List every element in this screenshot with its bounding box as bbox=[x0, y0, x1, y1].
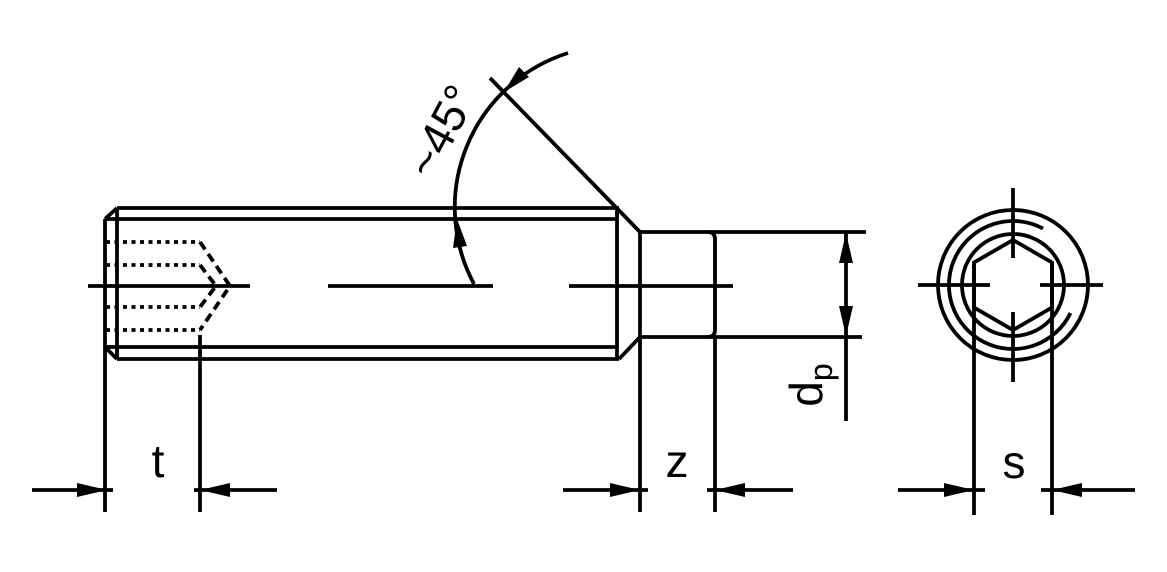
dp-arrowhead-up bbox=[839, 233, 853, 263]
left-top-chamfer bbox=[103, 206, 119, 221]
angle-dimension-arc bbox=[452, 51, 569, 285]
point-length-label: z bbox=[666, 435, 689, 487]
socket-size-dimension: s bbox=[898, 262, 1135, 515]
end-view-thread-arc bbox=[947, 219, 1073, 351]
socket-size-label: s bbox=[1003, 436, 1026, 488]
socket-depth-label: t bbox=[152, 435, 165, 487]
s-arrowhead-left bbox=[944, 483, 974, 497]
t-arrowhead-left bbox=[77, 483, 107, 497]
chamfer-angle-dimension: ~45° bbox=[395, 51, 569, 285]
chamfer-line-with-extension bbox=[488, 76, 642, 234]
side-view-body-outline bbox=[103, 76, 642, 512]
angle-arc-upper-arrowhead bbox=[504, 67, 529, 92]
end-view bbox=[918, 188, 1103, 382]
socket-depth-dimension: t bbox=[32, 335, 277, 512]
point-length-dimension: z bbox=[563, 435, 793, 497]
socket-bottom-cone-outer bbox=[198, 240, 233, 332]
dp-arrowhead-down bbox=[839, 306, 853, 336]
z-arrowhead-left bbox=[610, 483, 640, 497]
s-arrowhead-right bbox=[1052, 483, 1082, 497]
point-diameter-label-main: d bbox=[780, 381, 832, 407]
angle-arc-lower-arrowhead bbox=[453, 219, 467, 248]
point-diameter-label: dp bbox=[780, 363, 839, 406]
point-diameter-label-subscript: p bbox=[803, 363, 839, 381]
left-bottom-chamfer bbox=[103, 345, 119, 361]
z-arrowhead-right bbox=[715, 483, 745, 497]
t-arrowhead-right bbox=[200, 483, 230, 497]
socket-bottom-cone-inner bbox=[198, 263, 219, 309]
point-diameter-dimension: dp bbox=[780, 233, 853, 421]
right-bottom-chamfer bbox=[617, 335, 642, 361]
hidden-hex-socket-lines bbox=[106, 240, 233, 332]
